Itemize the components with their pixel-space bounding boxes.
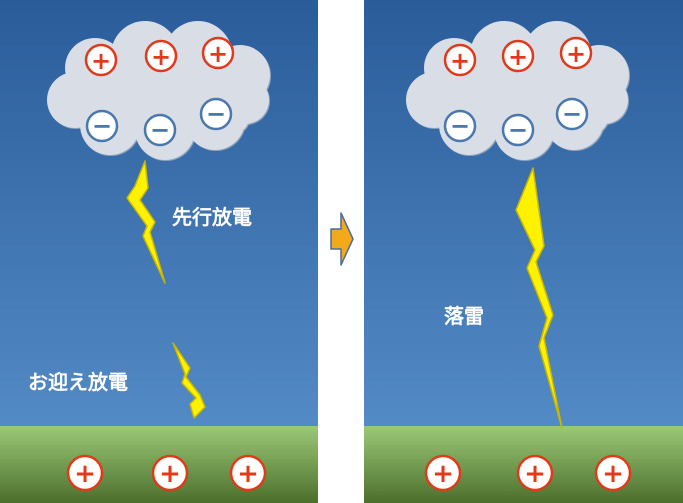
- upward-streamer-lightning: [172, 342, 206, 419]
- transition-arrow-icon: [330, 212, 354, 266]
- positive-charge: +: [594, 454, 632, 492]
- svg-text:−: −: [450, 112, 470, 140]
- cloud-negative-charges: − − −: [443, 97, 589, 147]
- svg-text:+: +: [74, 459, 96, 489]
- negative-charge: −: [85, 109, 119, 143]
- positive-charge: +: [201, 36, 235, 70]
- positive-charge: +: [516, 454, 554, 492]
- panel-right: + + + − − −: [364, 0, 683, 503]
- cloud-negative-charges: − − −: [85, 97, 233, 147]
- positive-charge: +: [144, 39, 178, 73]
- ground-positive-charges: + + +: [424, 454, 632, 492]
- svg-text:+: +: [566, 40, 586, 68]
- svg-text:+: +: [450, 47, 470, 75]
- svg-text:+: +: [208, 40, 228, 68]
- leader-discharge-label: 先行放電: [172, 205, 252, 229]
- negative-charge: −: [199, 97, 233, 131]
- svg-text:−: −: [206, 100, 226, 128]
- svg-text:−: −: [562, 100, 582, 128]
- positive-charge: +: [443, 43, 477, 77]
- svg-text:+: +: [151, 43, 171, 71]
- svg-text:−: −: [150, 116, 170, 144]
- positive-charge: +: [151, 454, 189, 492]
- svg-text:+: +: [159, 459, 181, 489]
- svg-text:+: +: [508, 43, 528, 71]
- positive-charge: +: [84, 43, 118, 77]
- svg-text:−: −: [92, 112, 112, 140]
- stepped-leader-lightning: [126, 160, 166, 284]
- positive-charge: +: [501, 39, 535, 73]
- cloud-positive-charges: + + +: [443, 36, 593, 77]
- positive-charge: +: [66, 454, 104, 492]
- negative-charge: −: [443, 109, 477, 143]
- cloud-positive-charges: + + +: [84, 36, 235, 77]
- lightning-strike-bolt: [515, 167, 563, 429]
- positive-charge: +: [229, 454, 267, 492]
- svg-text:+: +: [237, 459, 259, 489]
- ground-positive-charges: + + +: [66, 454, 267, 492]
- lightning-strike-label: 落雷: [444, 304, 484, 328]
- svg-text:+: +: [524, 459, 546, 489]
- negative-charge: −: [555, 97, 589, 131]
- positive-charge: +: [559, 36, 593, 70]
- negative-charge: −: [143, 113, 177, 147]
- panel-left: + + + − − −: [0, 0, 318, 503]
- svg-text:+: +: [602, 459, 624, 489]
- upward-discharge-label: お迎え放電: [28, 370, 128, 394]
- positive-charge: +: [424, 454, 462, 492]
- negative-charge: −: [501, 113, 535, 147]
- svg-text:+: +: [91, 47, 111, 75]
- svg-text:−: −: [508, 116, 528, 144]
- svg-text:+: +: [432, 459, 454, 489]
